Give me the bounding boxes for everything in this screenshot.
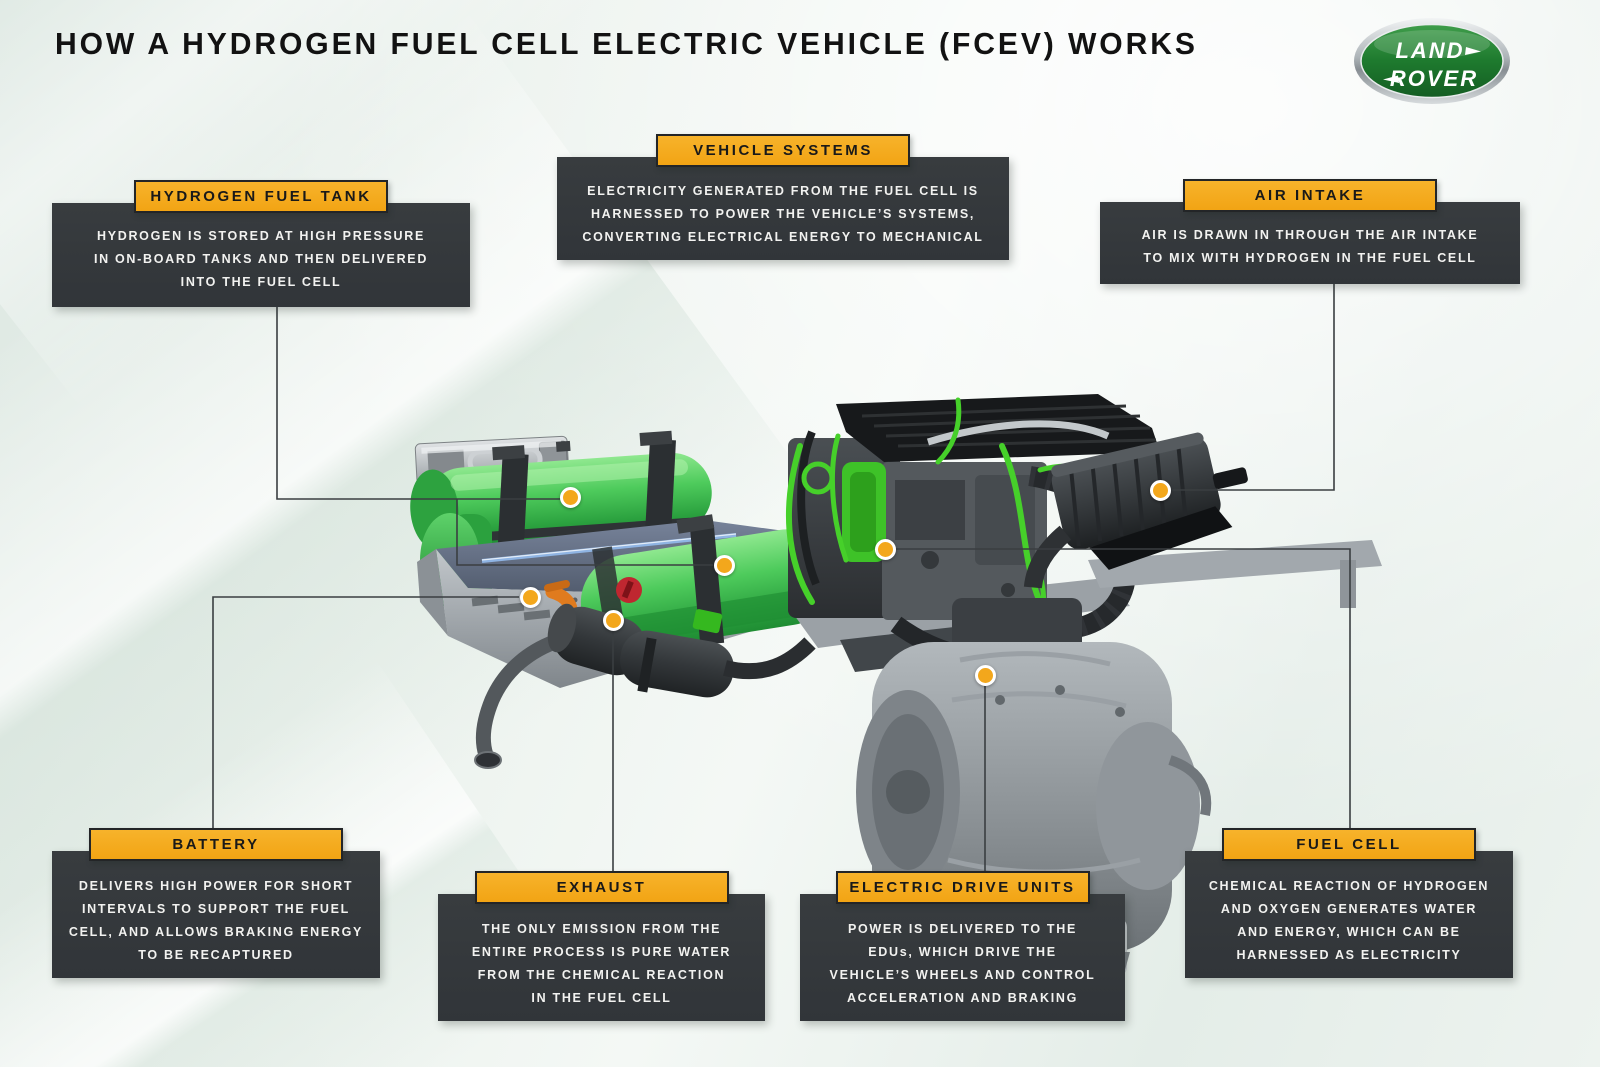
marker-dot-fuel-cell bbox=[875, 539, 896, 560]
callout-title-tab: HYDROGEN FUEL TANK bbox=[134, 180, 388, 213]
callout-electric-drive-units: ELECTRIC DRIVE UNITS POWER IS DELIVERED … bbox=[800, 871, 1125, 1021]
callout-body: THE ONLY EMISSION FROM THE ENTIRE PROCES… bbox=[438, 894, 765, 1021]
leader-line-hydrogen-tank-branch bbox=[456, 499, 713, 566]
callout-body: CHEMICAL REACTION OF HYDROGEN AND OXYGEN… bbox=[1185, 851, 1513, 978]
callout-title-tab: VEHICLE SYSTEMS bbox=[656, 134, 910, 167]
callout-air-intake: AIR INTAKE AIR IS DRAWN IN THROUGH THE A… bbox=[1100, 179, 1520, 284]
callout-battery: BATTERY DELIVERS HIGH POWER FOR SHORT IN… bbox=[52, 828, 380, 978]
rail-support bbox=[1340, 560, 1356, 608]
marker-dot-hydrogen-tank-1 bbox=[560, 487, 581, 508]
logo-arrow-left-icon bbox=[1383, 75, 1399, 83]
marker-dot-battery bbox=[520, 587, 541, 608]
exhaust-tip bbox=[474, 751, 502, 769]
land-rover-logo: LAND ROVER bbox=[1354, 18, 1510, 104]
marker-dot-hydrogen-tank-2 bbox=[714, 555, 735, 576]
marker-dot-exhaust bbox=[603, 610, 624, 631]
logo-highlight bbox=[1374, 30, 1490, 58]
callout-body: AIR IS DRAWN IN THROUGH THE AIR INTAKE T… bbox=[1100, 202, 1520, 284]
callout-body: HYDROGEN IS STORED AT HIGH PRESSURE IN O… bbox=[52, 203, 470, 307]
callout-exhaust: EXHAUST THE ONLY EMISSION FROM THE ENTIR… bbox=[438, 871, 765, 1021]
page-title: HOW A HYDROGEN FUEL CELL ELECTRIC VEHICL… bbox=[55, 26, 1198, 61]
callout-title-tab: EXHAUST bbox=[474, 871, 729, 904]
leader-line-fuel-cell bbox=[896, 548, 1351, 829]
marker-dot-air-intake bbox=[1150, 480, 1171, 501]
logo-text-land: LAND bbox=[1395, 38, 1464, 63]
leader-line-hydrogen-tank bbox=[276, 307, 560, 500]
callout-body: DELIVERS HIGH POWER FOR SHORT INTERVALS … bbox=[52, 851, 380, 978]
marker-dot-edu bbox=[975, 665, 996, 686]
logo-text-rover: ROVER bbox=[1390, 66, 1478, 91]
leader-line-battery bbox=[212, 596, 519, 829]
callout-title-tab: ELECTRIC DRIVE UNITS bbox=[835, 871, 1090, 904]
chassis-rail bbox=[1088, 540, 1382, 588]
leader-line-air-intake bbox=[1172, 284, 1335, 491]
callout-vehicle-systems: VEHICLE SYSTEMS ELECTRICITY GENERATED FR… bbox=[557, 134, 1009, 260]
callout-hydrogen-fuel-tank: HYDROGEN FUEL TANK HYDROGEN IS STORED AT… bbox=[52, 180, 470, 307]
callout-title-tab: FUEL CELL bbox=[1222, 828, 1476, 861]
exhaust-assembly bbox=[474, 577, 816, 769]
green-tag bbox=[692, 609, 723, 634]
callout-body: ELECTRICITY GENERATED FROM THE FUEL CELL… bbox=[557, 157, 1009, 260]
air-intake-filter bbox=[1023, 432, 1248, 589]
callout-body: POWER IS DELIVERED TO THE EDUs, WHICH DR… bbox=[800, 894, 1125, 1021]
intake-nozzle bbox=[1212, 467, 1248, 490]
callout-fuel-cell: FUEL CELL CHEMICAL REACTION OF HYDROGEN … bbox=[1185, 828, 1513, 978]
edu-gearbox bbox=[856, 598, 1212, 1002]
logo-arrow-right-icon bbox=[1465, 47, 1481, 55]
callout-title-tab: AIR INTAKE bbox=[1183, 179, 1437, 212]
callout-title-tab: BATTERY bbox=[89, 828, 343, 861]
